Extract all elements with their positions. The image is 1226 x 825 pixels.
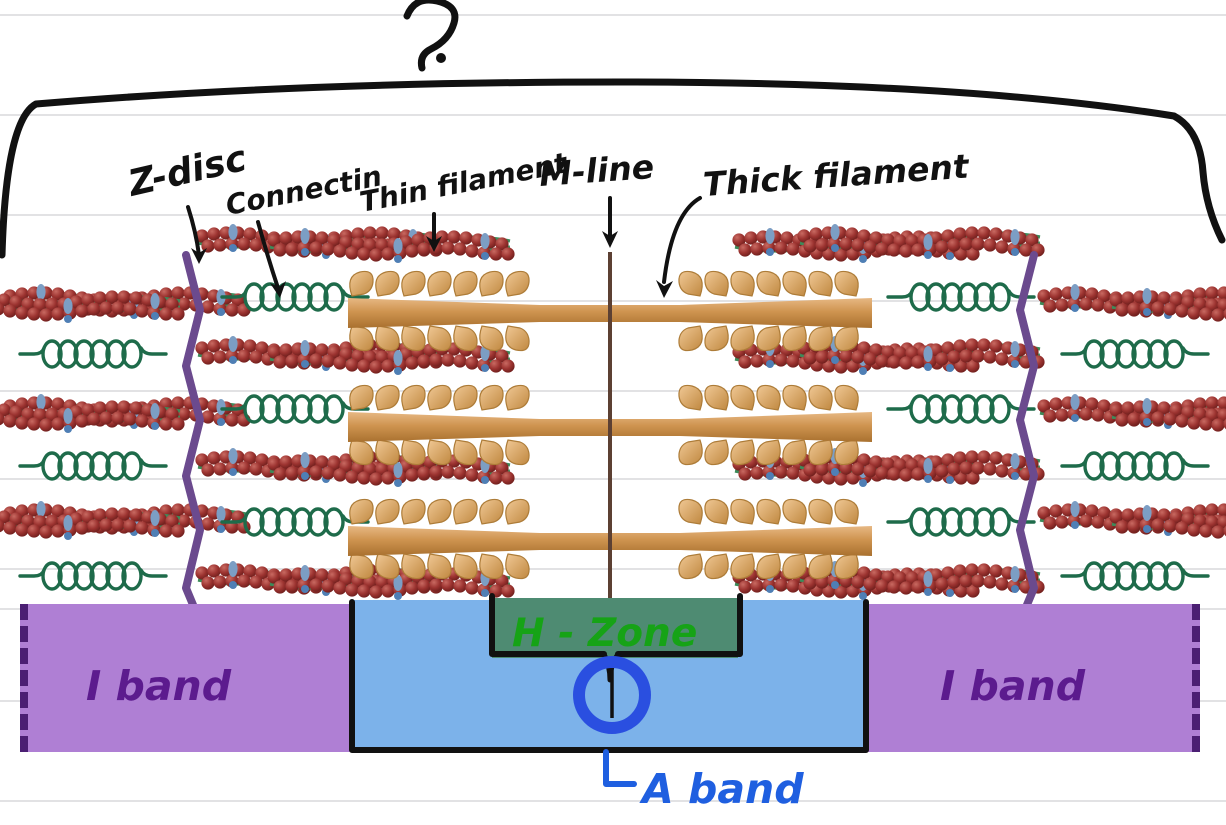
z-disc-arrowhead [191,248,207,264]
label-thick-filament: Thick filament [702,146,971,204]
z-disc-leader [186,205,201,257]
rule-line [0,300,1226,302]
i-band-left-block [20,604,350,752]
i-band-right-label: I band [940,662,1086,710]
m-line-arrowhead [602,231,618,248]
rule-line [0,568,1226,570]
rule-line [0,800,1226,802]
i-band-left-dashed-edge [20,604,28,752]
h-zone-bracket [489,593,743,657]
i-band-right-block [868,604,1200,752]
h-zone-marker-circle [573,656,651,734]
rule-line [0,14,1226,16]
a-band-label: A band [639,765,804,813]
figure-brace [0,78,1226,259]
thick-filament-arrowhead [656,280,673,298]
h-zone-label: H - Zone [512,611,697,656]
rule-line [0,114,1226,116]
question-mark-glyph [403,0,459,72]
rule-line [0,478,1226,480]
connectin-arrowhead [270,281,286,298]
z-disc-right [1016,251,1038,616]
thin-filament-arrowhead [426,236,442,252]
label-m-line: M-line [538,147,655,194]
a-band-leader [603,749,637,787]
thick-filament-leader [662,196,702,284]
h-zone-block [492,598,738,658]
thick-filament [348,498,872,580]
i-band-right-dashed-edge [1192,604,1200,752]
z-disc-left [182,251,204,616]
i-band-left-label: I band [86,662,232,710]
connectin-leader [256,220,280,290]
rule-line [0,390,1226,392]
a-band-outline [349,599,869,753]
rule-line [0,214,1226,216]
